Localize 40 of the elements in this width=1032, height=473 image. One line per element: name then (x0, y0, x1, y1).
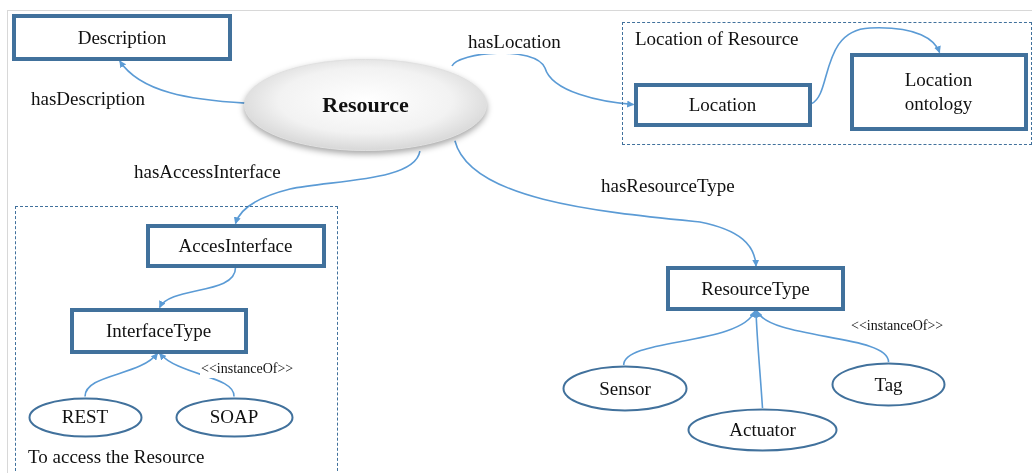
arrow (234, 150, 421, 225)
arrow (454, 139, 759, 267)
node-label: SOAP (209, 405, 259, 429)
resource-ellipse (243, 58, 488, 152)
class-box (666, 266, 845, 311)
instance-ellipse (831, 362, 946, 407)
node-label: AccesInterface (178, 233, 293, 258)
group-heading: To access the Resource (28, 445, 205, 469)
instance-ellipse (687, 408, 838, 452)
node-label: Resource (322, 91, 409, 119)
arrow (810, 27, 941, 105)
dashed-group (622, 22, 1032, 145)
class-box (849, 52, 1028, 131)
node-label: Tag (874, 372, 903, 397)
node-label: REST (61, 405, 109, 429)
arrow (451, 52, 635, 108)
arrow (84, 352, 159, 398)
arrow (158, 266, 237, 309)
arrow (119, 60, 247, 104)
dashed-group (15, 206, 338, 473)
node-label: Description (77, 25, 167, 50)
class-box (12, 14, 232, 61)
node-label: ResourceType (701, 276, 810, 301)
instance-ellipse (27, 396, 143, 438)
node-label: Location (688, 92, 757, 117)
instance-ellipse (174, 396, 294, 438)
arrow (158, 352, 235, 398)
instance-ellipse (562, 365, 688, 412)
edge-label: <<instanceOf>> (200, 361, 295, 378)
node-label: Actuator (729, 418, 796, 442)
group-heading: Location of Resource (635, 27, 799, 51)
class-box (145, 223, 326, 268)
class-box (633, 82, 812, 127)
class-box (69, 307, 248, 354)
node-label: InterfaceType (105, 318, 212, 343)
node-label: Location ontology (903, 67, 974, 116)
node-label: Sensor (599, 376, 651, 401)
arrow (752, 310, 764, 409)
arrow (622, 310, 756, 366)
arrow (756, 310, 890, 363)
